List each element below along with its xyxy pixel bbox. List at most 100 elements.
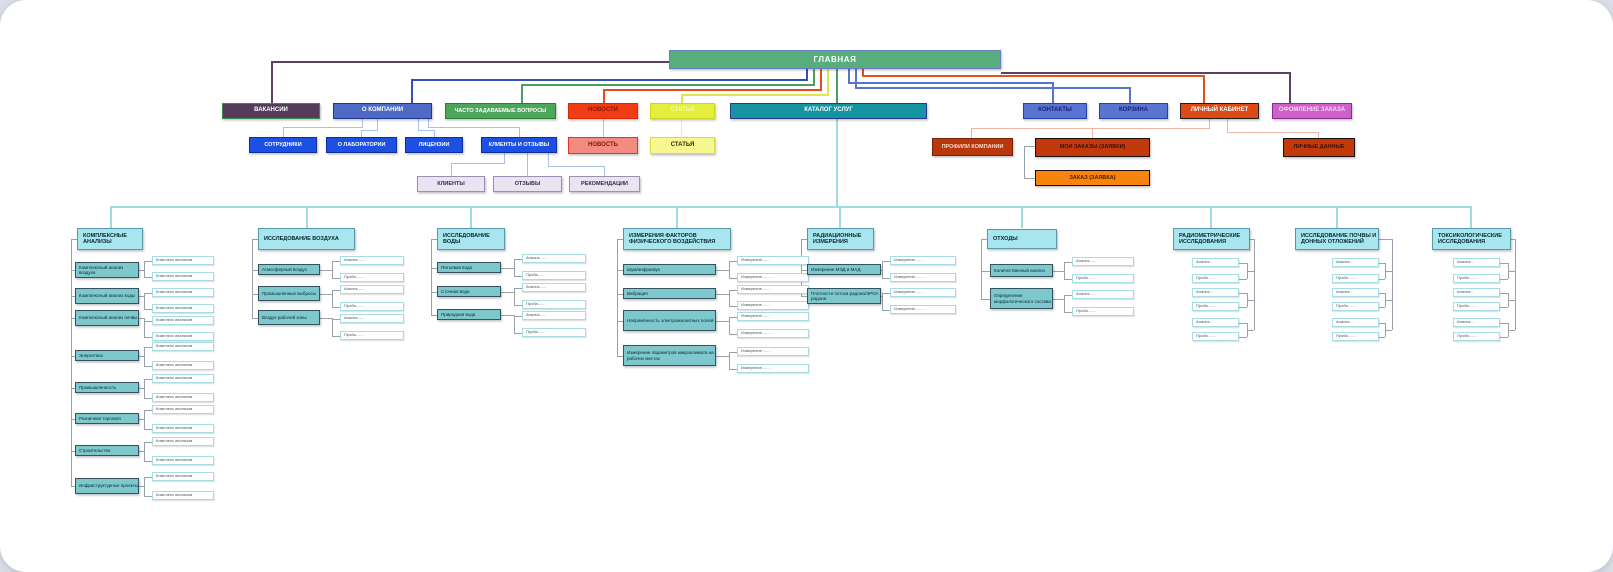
service-node[interactable]: Вибрация [623, 288, 716, 299]
leaf-node[interactable]: Измерение........ [890, 273, 956, 282]
service-node[interactable]: Инфраструктурные проекты [75, 478, 139, 494]
leaf-node[interactable]: Анализ...... [522, 254, 586, 263]
leaf-node[interactable]: Комплекс анализов [152, 456, 214, 465]
leaf-node[interactable]: Комплекс анализов [152, 332, 214, 341]
leaf-node[interactable]: Проба....... [340, 302, 404, 311]
node-article-item[interactable]: СТАТЬЯ [650, 137, 715, 154]
node-news[interactable]: НОВОСТИ [568, 103, 638, 119]
leaf-node[interactable]: Комплекс анализов [152, 437, 214, 446]
node-main[interactable]: ГЛАВНАЯ [669, 50, 1001, 69]
leaf-node[interactable]: Анализ... [1453, 258, 1500, 267]
leaf-node[interactable]: Проба........ [1332, 302, 1379, 311]
service-node[interactable]: Энергетика [75, 350, 139, 361]
leaf-node[interactable]: Анализ...... [340, 314, 404, 323]
leaf-node[interactable]: Измерение........ [737, 273, 809, 282]
node-personal-account[interactable]: ЛИЧНЫЙ КАБИНЕТ [1180, 103, 1259, 119]
node-services-catalog[interactable]: КАТАЛОГ УСЛУГ [730, 103, 927, 119]
category-header-6[interactable]: ОТХОДЫ [987, 229, 1057, 249]
leaf-node[interactable]: Проба....... [340, 273, 404, 282]
leaf-node[interactable]: Анализ...... [1072, 290, 1134, 299]
node-company-profiles[interactable]: ПРОФИЛИ КОМПАНИИ [932, 138, 1013, 156]
leaf-node[interactable]: Анализ...... [1072, 257, 1134, 266]
leaf-node[interactable]: Проба........ [1332, 274, 1379, 283]
category-header-8[interactable]: ИССЛЕДОВАНИЕ ПОЧВЫ И ДОННЫХ ОТЛОЖЕНИЙ [1295, 228, 1379, 250]
leaf-node[interactable]: Анализ... [1192, 258, 1239, 267]
leaf-node[interactable]: Анализ... [1453, 288, 1500, 297]
node-articles[interactable]: СТАТЬИ [650, 103, 715, 119]
node-cart[interactable]: КОРЗИНА [1099, 103, 1168, 119]
leaf-node[interactable]: Проба........ [1192, 332, 1239, 341]
service-node[interactable]: Измерение параметров микроклимата на раб… [623, 345, 716, 366]
leaf-node[interactable]: Комплекс анализов [152, 374, 214, 383]
leaf-node[interactable]: Измерение........ [737, 301, 809, 310]
service-node[interactable]: Природная вода [437, 309, 501, 320]
leaf-node[interactable]: Анализ... [1192, 288, 1239, 297]
service-node[interactable]: Плотности потока радона/ЭРОА радона [807, 288, 881, 304]
leaf-node[interactable]: Комплекс анализов [152, 316, 214, 325]
leaf-node[interactable]: Измерение........ [890, 288, 956, 297]
node-clients[interactable]: КЛИЕНТЫ [417, 176, 485, 192]
leaf-node[interactable]: Анализ...... [522, 283, 586, 292]
leaf-node[interactable]: Анализ... [1332, 288, 1379, 297]
leaf-node[interactable]: Комплекс анализов [152, 393, 214, 402]
node-clients-reviews[interactable]: КЛИЕНТЫ И ОТЗЫВЫ [481, 137, 557, 153]
node-licenses[interactable]: ЛИЦЕНЗИИ [405, 137, 463, 153]
leaf-node[interactable]: Комплекс анализов [152, 272, 214, 281]
leaf-node[interactable]: Проба........ [1453, 302, 1500, 311]
node-recommendations[interactable]: РЕКОМЕНДАЦИИ [569, 176, 640, 192]
leaf-node[interactable]: Проба........ [1332, 332, 1379, 341]
service-node[interactable]: Количественный анализ [990, 264, 1053, 277]
node-news-item[interactable]: НОВОСТЬ [568, 137, 638, 154]
leaf-node[interactable]: Проба........ [1453, 274, 1500, 283]
service-node[interactable]: Шум/инфразвук [623, 264, 716, 275]
leaf-node[interactable]: Измерение........ [737, 312, 809, 321]
service-node[interactable]: Напряжённость электромагнитных полей [623, 310, 716, 331]
category-header-5[interactable]: РАДИАЦИОННЫЕ ИЗМЕРЕНИЯ [807, 228, 874, 250]
leaf-node[interactable]: Измерение........ [890, 305, 956, 314]
leaf-node[interactable]: Анализ...... [340, 285, 404, 294]
node-my-orders[interactable]: МОИ ЗАКАЗЫ (ЗАЯВКИ) [1035, 138, 1150, 157]
node-about-company[interactable]: О КОМПАНИИ [333, 103, 432, 119]
leaf-node[interactable]: Измерение........ [890, 256, 956, 265]
service-node[interactable]: Промышленность [75, 382, 139, 393]
leaf-node[interactable]: Проба....... [522, 328, 586, 337]
leaf-node[interactable]: Проба....... [522, 271, 586, 280]
leaf-node[interactable]: Анализ...... [340, 256, 404, 265]
leaf-node[interactable]: Проба....... [1072, 307, 1134, 316]
leaf-node[interactable]: Комплекс анализов [152, 304, 214, 313]
service-node[interactable]: Определение морфологического состава [990, 288, 1053, 309]
leaf-node[interactable]: Комплекс анализов [152, 361, 214, 370]
leaf-node[interactable]: Измерение........ [737, 329, 809, 338]
leaf-node[interactable]: Проба........ [1192, 302, 1239, 311]
node-vacancies[interactable]: ВАКАНСИИ [222, 103, 320, 119]
service-node[interactable]: Атмосферный воздух [258, 264, 320, 275]
node-faq[interactable]: ЧАСТО ЗАДАВАЕМЫЕ ВОПРОСЫ [445, 103, 556, 119]
category-header-3[interactable]: ИССЛЕДОВАНИЕ ВОДЫ [437, 228, 505, 250]
leaf-node[interactable]: Комплекс анализов [152, 472, 214, 481]
leaf-node[interactable]: Анализ... [1332, 258, 1379, 267]
node-staff[interactable]: СОТРУДНИКИ [249, 137, 317, 153]
service-node[interactable]: Сточная вода [437, 286, 501, 297]
service-node[interactable]: Питьевая вода [437, 262, 501, 273]
category-header-4[interactable]: ИЗМЕРЕНИЯ ФАКТОРОВ ФИЗИЧЕСКОГО ВОЗДЕЙСТВ… [623, 228, 731, 250]
leaf-node[interactable]: Анализ... [1453, 318, 1500, 327]
category-header-1[interactable]: КОМПЛЕКСНЫЕ АНАЛИЗЫ [77, 228, 143, 250]
category-header-2[interactable]: ИССЛЕДОВАНИЕ ВОЗДУХА [258, 228, 355, 250]
service-node[interactable]: Строительство [75, 445, 139, 456]
leaf-node[interactable]: Измерение........ [737, 347, 809, 356]
service-node[interactable]: Измерение МЭД и МАД [807, 264, 881, 275]
service-node[interactable]: Промышленные выбросы [258, 286, 320, 301]
leaf-node[interactable]: Проба....... [1072, 274, 1134, 283]
service-node[interactable]: Воздух рабочей зоны [258, 310, 320, 325]
node-contacts[interactable]: КОНТАКТЫ [1023, 103, 1087, 119]
category-header-7[interactable]: РАДИОМЕТРИЧЕСКИЕ ИССЛЕДОВАНИЯ [1173, 228, 1250, 250]
leaf-node[interactable]: Комплекс анализов [152, 424, 214, 433]
leaf-node[interactable]: Проба....... [340, 331, 404, 340]
service-node[interactable]: Розничная торговля [75, 413, 139, 424]
service-node[interactable]: Комплексный анализ почвы [75, 310, 139, 326]
leaf-node[interactable]: Комплекс анализов [152, 342, 214, 351]
leaf-node[interactable]: Измерение........ [737, 256, 809, 265]
leaf-node[interactable]: Комплекс анализов [152, 405, 214, 414]
leaf-node[interactable]: Комплекс анализов [152, 491, 214, 500]
leaf-node[interactable]: Проба........ [1453, 332, 1500, 341]
